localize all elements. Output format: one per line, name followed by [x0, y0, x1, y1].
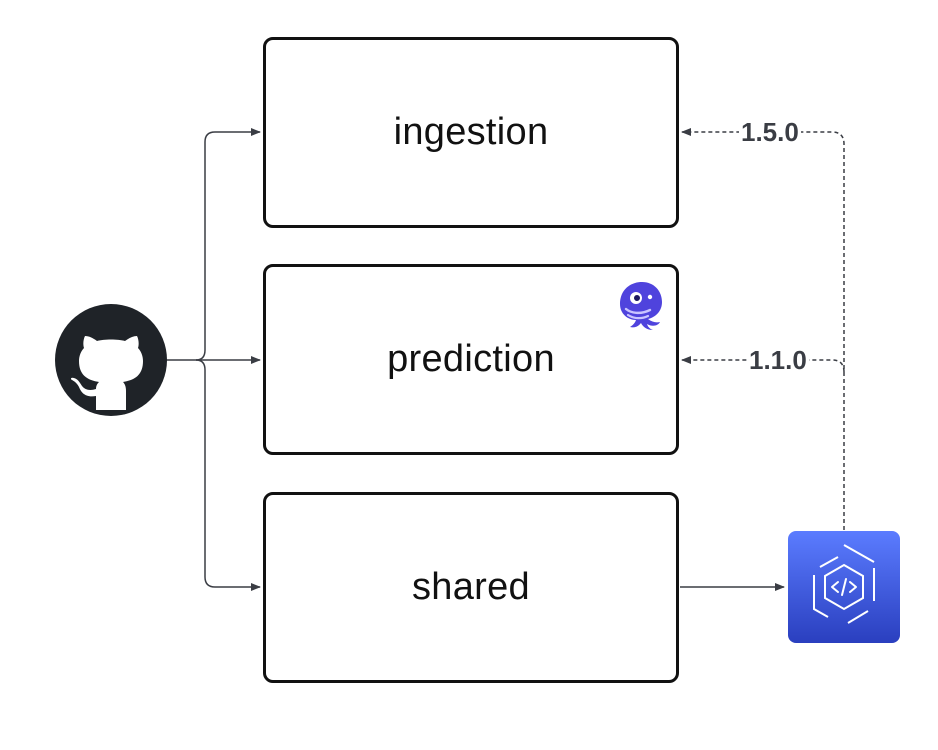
code-artifact-icon[interactable] [788, 531, 900, 643]
node-ingestion-label: ingestion [393, 111, 549, 153]
version-label-prediction: 1.1.0 [747, 345, 809, 375]
node-shared[interactable]: shared [263, 492, 679, 683]
version-label-ingestion: 1.5.0 [739, 117, 801, 147]
github-icon[interactable] [55, 304, 167, 416]
connector-github-to-shared [195, 359, 261, 591]
connector-registry-to-ingestion [681, 128, 845, 530]
connector-github-to-ingestion [195, 128, 261, 361]
connector-registry-to-prediction [681, 356, 845, 373]
node-ingestion[interactable]: ingestion [263, 37, 679, 228]
node-prediction-label: prediction [387, 338, 555, 380]
node-prediction[interactable]: prediction [263, 264, 679, 455]
node-shared-label: shared [412, 566, 530, 608]
dagster-octopus-icon [620, 282, 662, 330]
